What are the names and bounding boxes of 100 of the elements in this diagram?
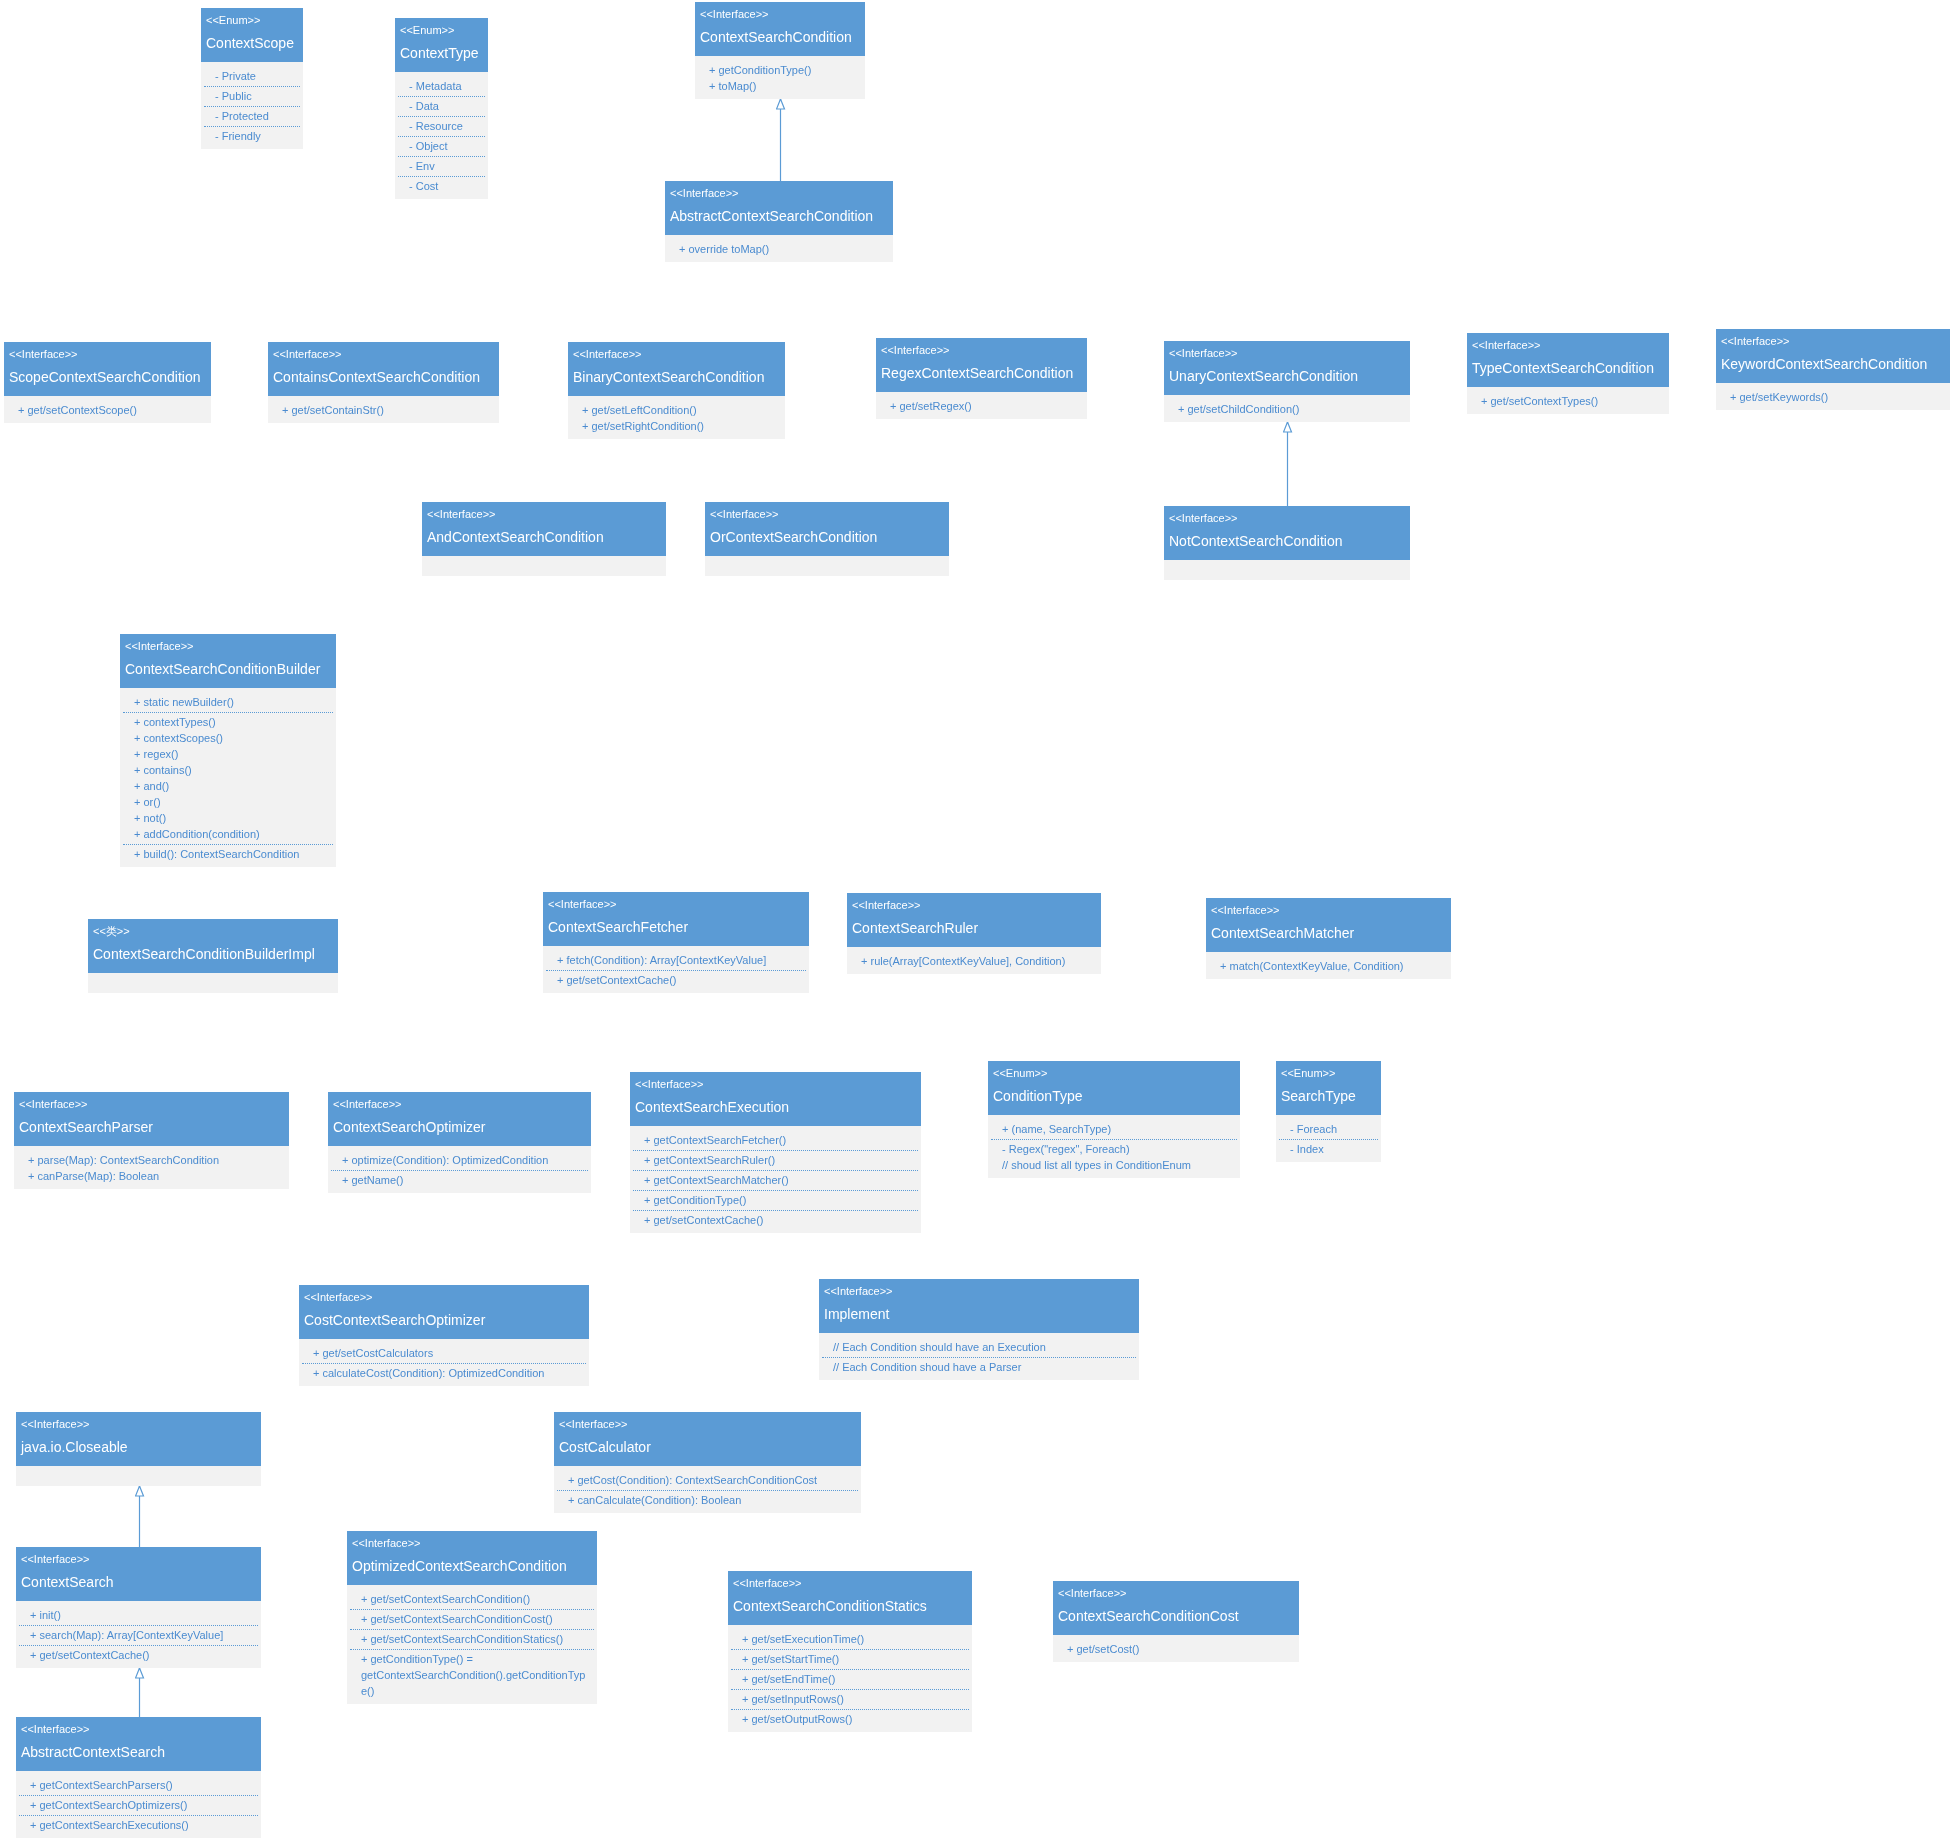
member-text: + canParse(Map): Boolean <box>28 1169 160 1184</box>
member-text: - Foreach <box>1290 1122 1338 1137</box>
class-name: KeywordContextSearchCondition <box>1721 355 1928 374</box>
stereotype-label: <<Interface>> <box>19 1097 88 1112</box>
member-text: + build(): ContextSearchCondition <box>134 847 300 862</box>
stereotype-label: <<Interface>> <box>21 1552 90 1567</box>
member-text: + static newBuilder() <box>134 695 234 710</box>
class-box <box>1053 1581 1299 1662</box>
class-box <box>705 502 949 576</box>
class-name: ContextSearchConditionCost <box>1058 1607 1239 1626</box>
inheritance-arrow <box>775 98 786 182</box>
class-name: OrContextSearchCondition <box>710 528 878 547</box>
member-text: + get/setCost() <box>1067 1642 1140 1657</box>
member-text: + search(Map): Array[ContextKeyValue] <box>30 1628 224 1643</box>
class-name: BinaryContextSearchCondition <box>573 368 765 387</box>
member-text: + getContextSearchExecutions() <box>30 1818 189 1833</box>
member-text: + getContextSearchMatcher() <box>644 1173 789 1188</box>
member-text: + canCalculate(Condition): Boolean <box>568 1493 742 1508</box>
member-text: + not() <box>134 811 167 826</box>
stereotype-label: <<Enum>> <box>993 1066 1048 1081</box>
class-box <box>347 1531 597 1704</box>
member-text: + get/setContextTypes() <box>1481 394 1599 409</box>
class-box <box>88 919 338 993</box>
member-text: - Resource <box>409 119 463 134</box>
member-text: + fetch(Condition): Array[ContextKeyValue] <box>557 953 767 968</box>
member-text: - Protected <box>215 109 269 124</box>
member-text: - Cost <box>409 179 439 194</box>
class-name: ContainsContextSearchCondition <box>273 368 480 387</box>
member-text: + get/setContextScope() <box>18 403 137 418</box>
member-text: + addCondition(condition) <box>134 827 260 842</box>
member-text: + getConditionType() = getContextSearchCondition().getConditionType() <box>361 1652 587 1699</box>
class-box <box>1164 341 1410 422</box>
member-text: + get/setContainStr() <box>282 403 384 418</box>
stereotype-label: <<Interface>> <box>304 1290 373 1305</box>
member-text: + get/setOutputRows() <box>742 1712 853 1727</box>
stereotype-label: <<Interface>> <box>548 897 617 912</box>
member-text: + contextScopes() <box>134 731 223 746</box>
stereotype-label: <<Interface>> <box>9 347 78 362</box>
class-name: OptimizedContextSearchCondition <box>352 1557 567 1576</box>
member-text: + get/setRegex() <box>890 399 972 414</box>
class-name: ContextSearchConditionBuilder <box>125 660 321 679</box>
stereotype-label: <<Interface>> <box>1211 903 1280 918</box>
class-name: ScopeContextSearchCondition <box>9 368 201 387</box>
class-box <box>1276 1061 1381 1162</box>
member-text: - Index <box>1290 1142 1324 1157</box>
member-text: + get/setContextCache() <box>644 1213 764 1228</box>
member-text: + or() <box>134 795 161 810</box>
class-box <box>14 1092 289 1189</box>
class-box <box>876 338 1087 419</box>
class-name: NotContextSearchCondition <box>1169 532 1343 551</box>
stereotype-label: <<Interface>> <box>670 186 739 201</box>
class-box <box>695 2 865 99</box>
member-text: + getConditionType() <box>709 63 812 78</box>
class-box <box>120 634 336 867</box>
stereotype-label: <<Interface>> <box>125 639 194 654</box>
class-name: ContextSearchExecution <box>635 1098 790 1117</box>
stereotype-label: <<Interface>> <box>21 1722 90 1737</box>
class-name: ContextSearchCondition <box>700 28 852 47</box>
class-box <box>988 1061 1240 1178</box>
class-box <box>1164 506 1410 580</box>
inheritance-arrow <box>1282 421 1293 507</box>
class-name: Implement <box>824 1305 890 1324</box>
member-text: - Public <box>215 89 252 104</box>
member-text: - Data <box>409 99 439 114</box>
member-text: + match(ContextKeyValue, Condition) <box>1220 959 1404 974</box>
class-name: AndContextSearchCondition <box>427 528 604 547</box>
member-text: - Regex("regex", Foreach) <box>1002 1142 1130 1157</box>
class-name: ContextSearchOptimizer <box>333 1118 486 1137</box>
class-name: RegexContextSearchCondition <box>881 364 1074 383</box>
stereotype-label: <<Interface>> <box>881 343 950 358</box>
class-box <box>16 1412 261 1486</box>
member-text: - Object <box>409 139 448 154</box>
stereotype-label: <<Enum>> <box>400 23 455 38</box>
member-text: + and() <box>134 779 170 794</box>
class-name: ContextSearchMatcher <box>1211 924 1355 943</box>
stereotype-label: <<Interface>> <box>1721 334 1790 349</box>
stereotype-label: <<Interface>> <box>573 347 642 362</box>
stereotype-label: <<Interface>> <box>710 507 779 522</box>
class-name: TypeContextSearchCondition <box>1472 359 1655 378</box>
member-text: + get/setInputRows() <box>742 1692 844 1707</box>
class-name: UnaryContextSearchCondition <box>1169 367 1359 386</box>
stereotype-label: <<Interface>> <box>333 1097 402 1112</box>
member-text: + contextTypes() <box>134 715 216 730</box>
stereotype-label: <<Interface>> <box>1472 338 1541 353</box>
member-text: + getContextSearchRuler() <box>644 1153 776 1168</box>
class-box <box>554 1412 861 1513</box>
class-name: CostCalculator <box>559 1438 651 1457</box>
stereotype-label: <<Interface>> <box>273 347 342 362</box>
member-text: + getContextSearchOptimizers() <box>30 1798 188 1813</box>
member-text: - Friendly <box>215 129 261 144</box>
stereotype-label: <<类>> <box>93 924 130 939</box>
member-text: + get/setRightCondition() <box>582 419 704 434</box>
class-box <box>201 8 303 149</box>
class-box <box>1716 329 1950 410</box>
member-text: + toMap() <box>709 79 757 94</box>
member-text: + get/setStartTime() <box>742 1652 840 1667</box>
class-box <box>1206 898 1451 979</box>
stereotype-label: <<Interface>> <box>824 1284 893 1299</box>
stereotype-label: <<Interface>> <box>427 507 496 522</box>
class-name: SearchType <box>1281 1087 1356 1106</box>
